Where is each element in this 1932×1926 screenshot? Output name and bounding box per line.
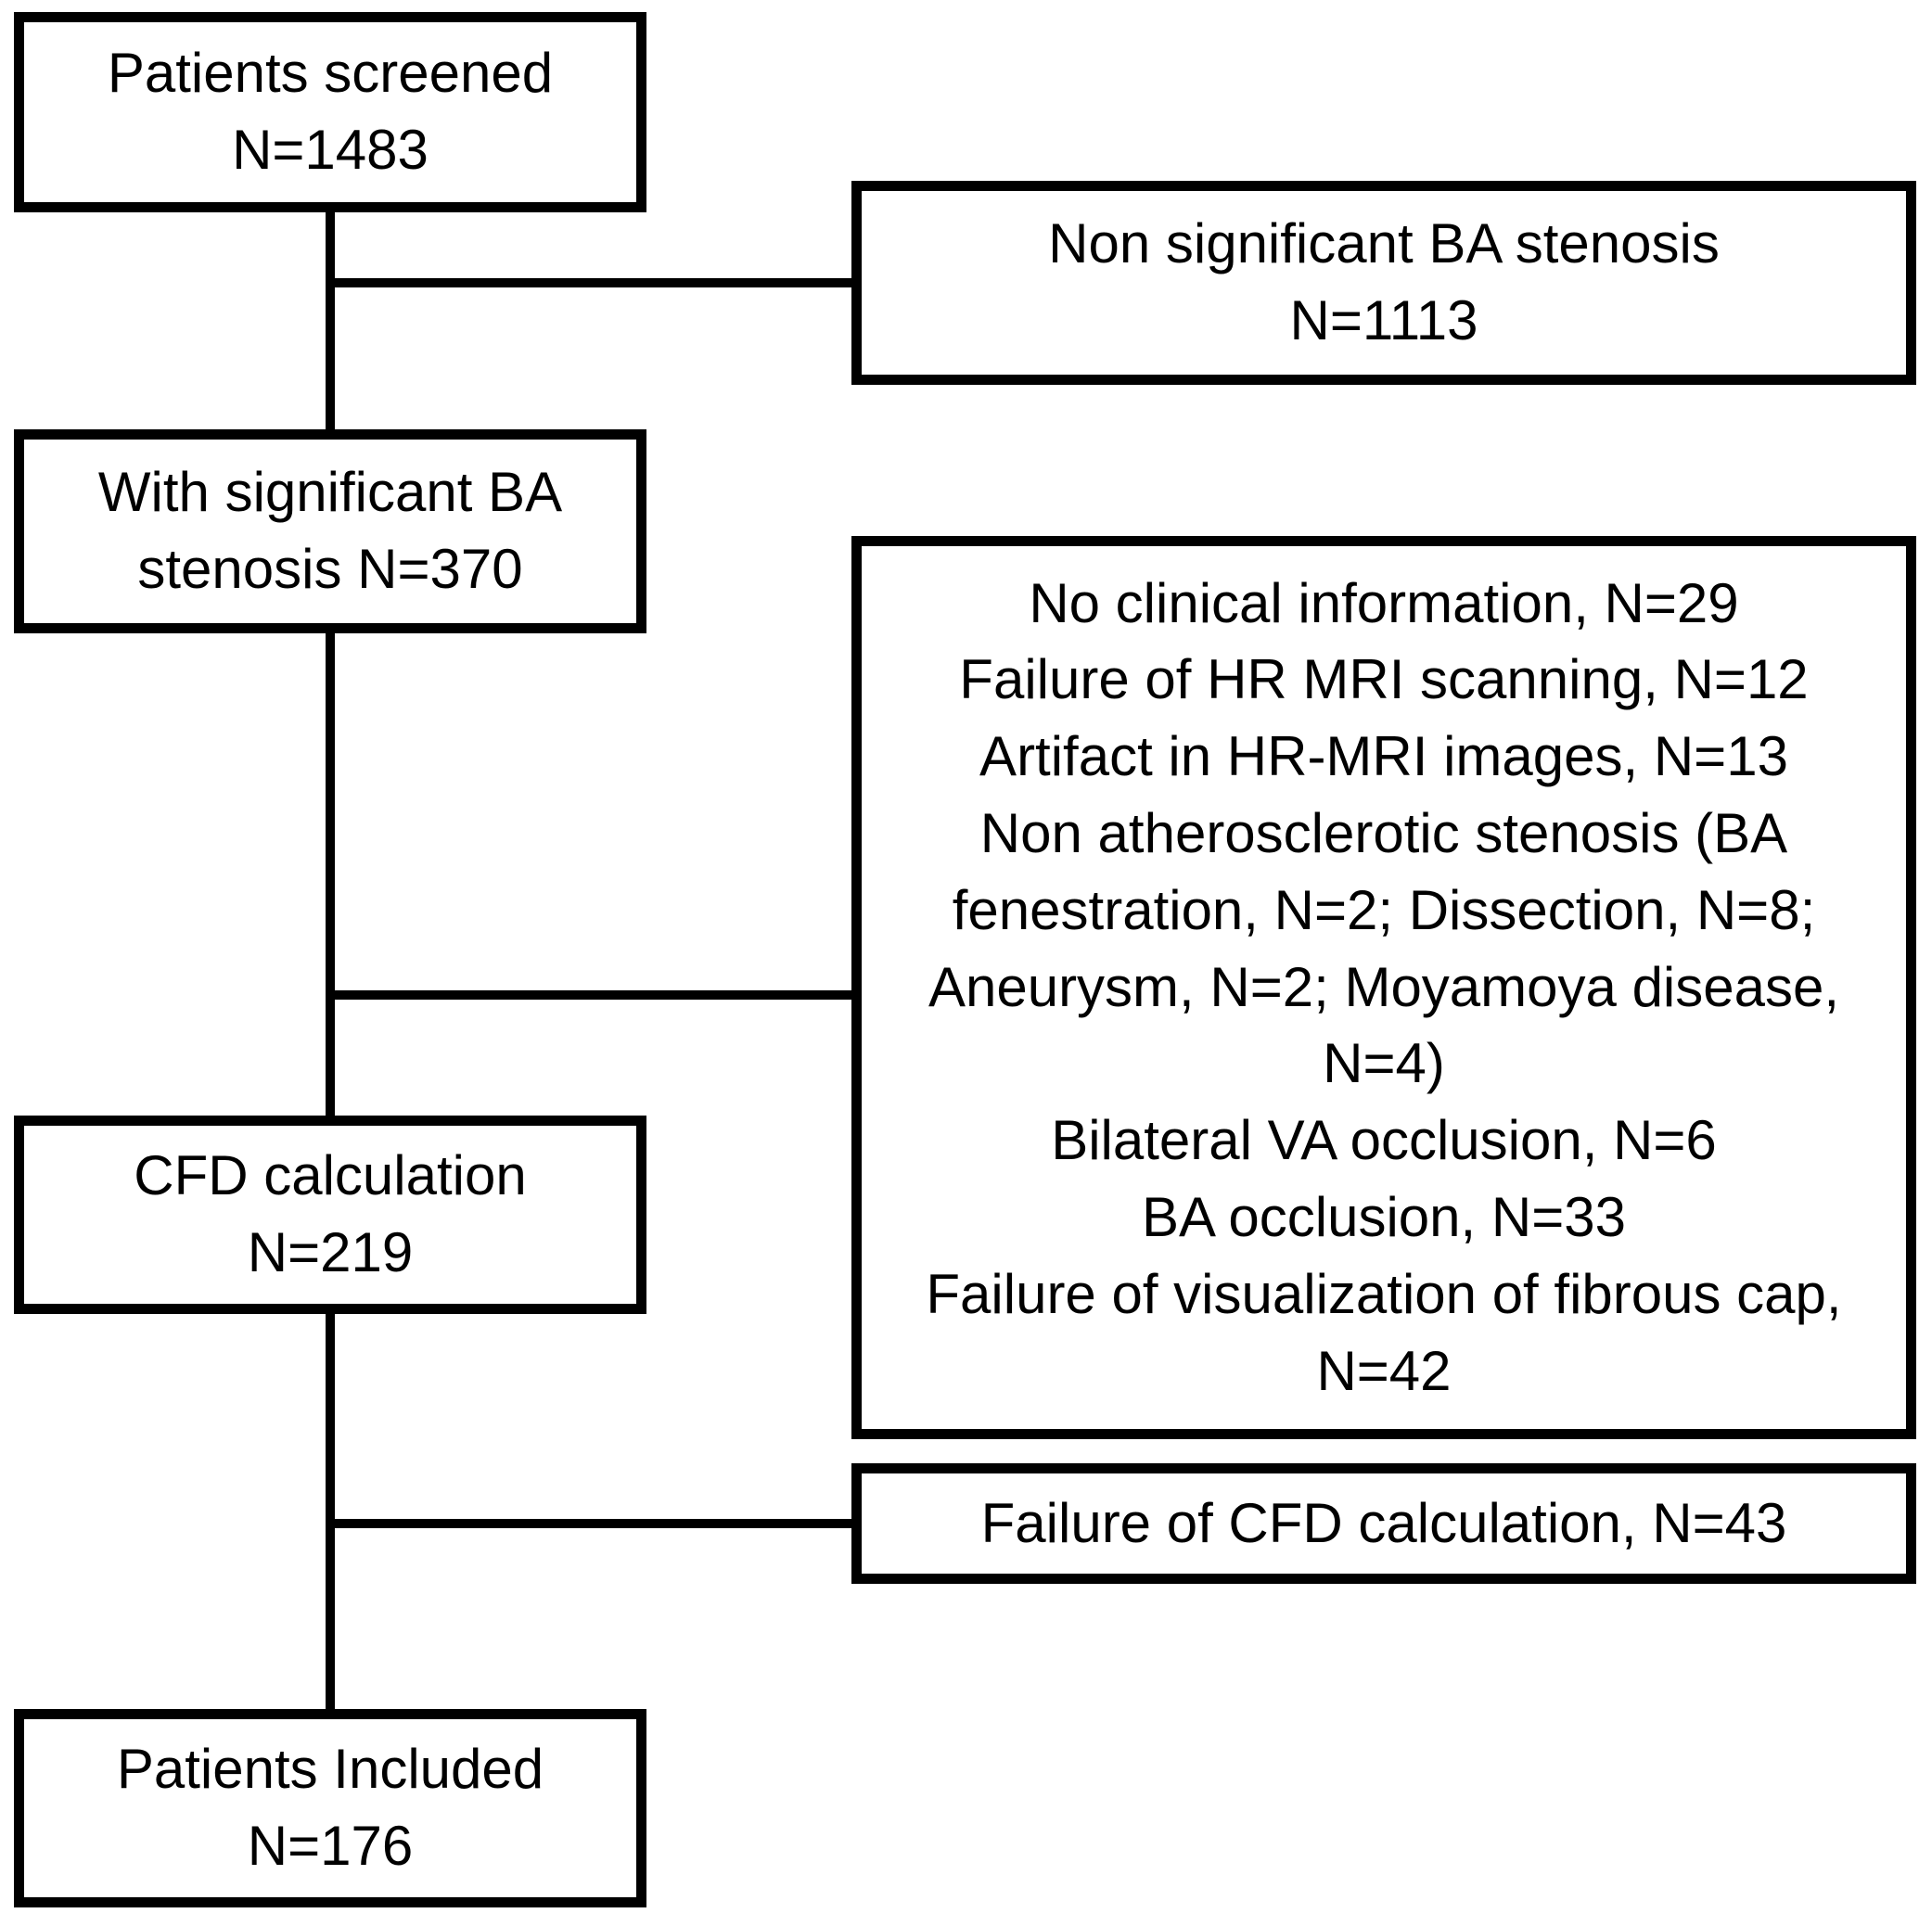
exclusion-item: No clinical information, N=29 (1029, 571, 1739, 634)
box-patients-screened: Patients screened N=1483 (14, 12, 646, 212)
connector-screened-to-significant (326, 212, 335, 429)
connector-branch-cfd-failure (326, 1519, 851, 1528)
significant-stenosis-count: stenosis N=370 (137, 538, 523, 600)
exclusion-item: BA occlusion, N=33 (1142, 1185, 1626, 1248)
box-failure-cfd-calculation: Failure of CFD calculation, N=43 (851, 1463, 1916, 1584)
cfd-calculation-count: N=219 (247, 1221, 414, 1283)
exclusion-item: Failure of HR MRI scanning, N=12 (959, 648, 1809, 711)
connector-cfd-to-included (326, 1314, 335, 1709)
exclusion-item: Artifact in HR-MRI images, N=13 (979, 725, 1788, 788)
exclusion-item: Non atherosclerotic stenosis (BA fenestr… (928, 802, 1840, 1095)
connector-branch-exclusions (326, 990, 851, 1000)
patients-screened-label: Patients screened (107, 42, 554, 105)
cfd-failure-label: Failure of CFD calculation, N=43 (980, 1491, 1787, 1554)
patients-included-label: Patients Included (116, 1738, 544, 1801)
connector-branch-non-significant (326, 278, 851, 287)
connector-significant-to-cfd (326, 633, 335, 1116)
non-significant-count: N=1113 (1289, 289, 1478, 351)
significant-stenosis-label: With significant BA (97, 461, 563, 524)
patients-screened-count: N=1483 (232, 119, 429, 181)
exclusion-item: Failure of visualization of fibrous cap,… (926, 1262, 1842, 1402)
box-patients-included: Patients Included N=176 (14, 1709, 646, 1907)
box-exclusion-reasons: No clinical information, N=29 Failure of… (851, 536, 1916, 1439)
cfd-calculation-label: CFD calculation (134, 1144, 527, 1207)
box-with-significant-ba-stenosis: With significant BA stenosis N=370 (14, 429, 646, 633)
patients-included-count: N=176 (247, 1815, 414, 1877)
box-cfd-calculation: CFD calculation N=219 (14, 1116, 646, 1314)
box-non-significant-ba-stenosis: Non significant BA stenosis N=1113 (851, 181, 1916, 385)
exclusion-item: Bilateral VA occlusion, N=6 (1051, 1109, 1717, 1172)
non-significant-label: Non significant BA stenosis (1048, 212, 1720, 275)
